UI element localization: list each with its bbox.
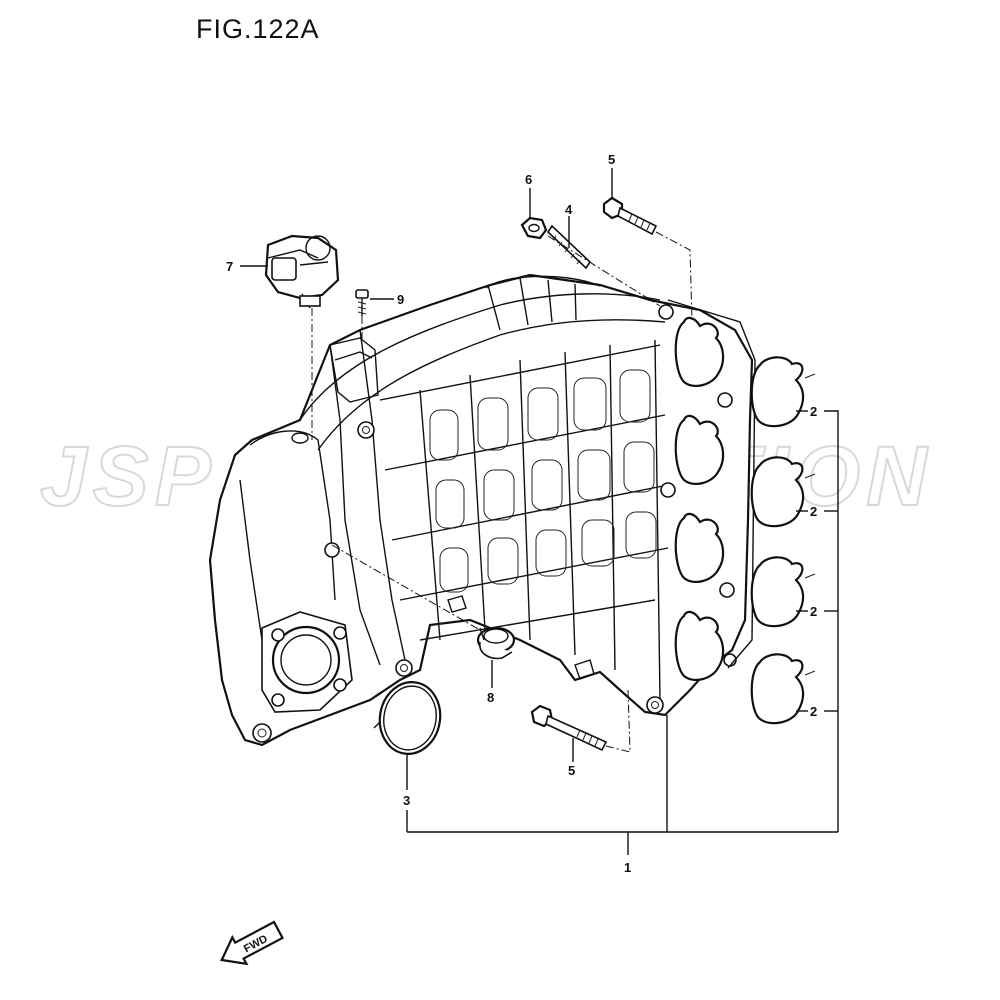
assembly-lines (311, 231, 693, 753)
o-ring (373, 681, 442, 755)
callout-2d: 2 (810, 704, 817, 719)
callout-4: 4 (565, 202, 573, 217)
gasket-1 (750, 356, 805, 428)
nut-6 (520, 216, 548, 240)
leader-lines (240, 168, 839, 855)
callout-3: 3 (403, 793, 410, 808)
gasket-3 (750, 556, 805, 628)
callout-2a: 2 (810, 404, 817, 419)
bolt-5-lower (530, 704, 608, 752)
loose-gaskets (750, 356, 816, 725)
intake-manifold (208, 273, 756, 747)
callout-1: 1 (624, 860, 631, 875)
gasket-2 (750, 456, 805, 528)
callout-6: 6 (525, 172, 532, 187)
callout-5-lower: 5 (568, 763, 575, 778)
figure-title: FIG.122A (196, 14, 320, 44)
fwd-arrow: FWD (220, 920, 284, 966)
bolt-5-upper (602, 196, 658, 236)
flange-ports (674, 316, 725, 681)
callout-2c: 2 (810, 604, 817, 619)
callout-2b: 2 (810, 504, 817, 519)
plug-8 (476, 626, 516, 660)
screw-9 (355, 289, 369, 316)
rib-lattice (379, 339, 669, 701)
gasket-4 (750, 653, 805, 725)
callout-labels: 1 2 2 2 2 3 4 5 5 6 7 8 9 (226, 152, 817, 875)
callout-8: 8 (487, 690, 494, 705)
sensor (264, 234, 340, 309)
callout-9: 9 (397, 292, 404, 307)
throttle-flange (261, 611, 353, 713)
callout-5-upper: 5 (608, 152, 615, 167)
callout-7: 7 (226, 259, 233, 274)
